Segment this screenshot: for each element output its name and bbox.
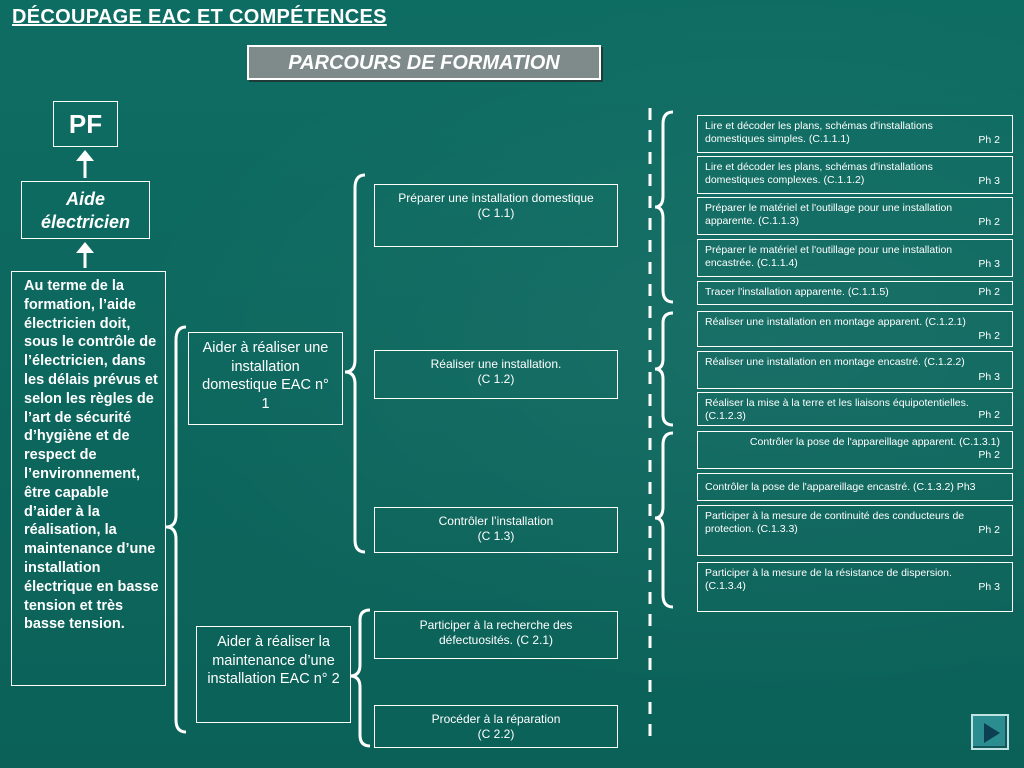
objectif-formation-box: Au terme de la formation, l’aide électri… (11, 271, 166, 686)
aide-electricien-box: Aide électricien (21, 181, 150, 239)
competence-c2-1: Participer à la recherche des défectuosi… (374, 611, 618, 659)
page-title: DÉCOUPAGE EAC ET COMPÉTENCES (12, 6, 387, 28)
tache-phase: Ph 2 (978, 449, 1000, 461)
competence-label: Participer à la recherche des défectuosi… (419, 618, 573, 647)
tache-phase: Ph 2 (978, 524, 1000, 536)
tache-phase: Ph 3 (978, 175, 1000, 187)
competence-label: Contrôler l’installation (438, 514, 554, 528)
tache-c1-2-2: Réaliser une installation en montage enc… (697, 351, 1013, 389)
competence-code: (C 2.2) (477, 727, 515, 741)
tache-text: Lire et décoder les plans, schémas d'ins… (705, 161, 933, 186)
brace-icon (344, 173, 366, 554)
tache-phase: Ph 3 (978, 258, 1000, 270)
eac-1-box: Aider à réaliser une installation domest… (188, 332, 343, 425)
tache-text: Préparer le matériel et l'outillage pour… (705, 244, 953, 269)
competence-label: Procéder à la réparation (431, 712, 561, 726)
tache-c1-1-2: Lire et décoder les plans, schémas d'ins… (697, 156, 1013, 194)
tache-phase: Ph 2 (978, 286, 1000, 298)
competence-code: (C 1.3) (477, 529, 515, 543)
tache-phase: Ph 2 (978, 409, 1000, 421)
tache-c1-3-4: Participer à la mesure de la résistance … (697, 562, 1013, 612)
tache-c1-1-4: Préparer le matériel et l'outillage pour… (697, 239, 1013, 277)
brace-icon (165, 325, 187, 734)
tache-phase: Ph 3 (978, 371, 1000, 383)
tache-c1-2-3: Réaliser la mise à la terre et les liais… (697, 392, 1013, 426)
brace-icon (349, 608, 371, 748)
competence-code: (C 1.1) (477, 206, 515, 220)
competence-c1-3: Contrôler l’installation (C 1.3) (374, 507, 618, 553)
competence-c2-2: Procéder à la réparation (C 2.2) (374, 705, 618, 748)
competence-c1-1: Préparer une installation domestique (C … (374, 184, 618, 247)
parcours-banner: PARCOURS DE FORMATION (247, 45, 601, 80)
tache-c1-3-1: Contrôler la pose de l'appareillage appa… (697, 431, 1013, 469)
competence-code: (C 1.2) (477, 372, 515, 386)
tache-c1-3-2: Contrôler la pose de l'appareillage enca… (697, 473, 1013, 501)
competence-label: Réaliser une installation. (430, 357, 562, 371)
up-arrow-icon (76, 150, 94, 178)
tache-text: Réaliser une installation en montage enc… (705, 356, 965, 368)
tache-text: Participer à la mesure de continuité des… (705, 510, 965, 535)
tache-phase: Ph 2 (978, 330, 1000, 342)
competence-c1-2: Réaliser une installation. (C 1.2) (374, 350, 618, 399)
brace-icon (654, 110, 674, 304)
brace-icon (654, 431, 674, 609)
brace-icon (654, 311, 674, 427)
tache-text: Tracer l'installation apparente. (C.1.1.… (705, 286, 889, 298)
tache-c1-2-1: Réaliser une installation en montage app… (697, 311, 1013, 347)
pf-box: PF (53, 101, 118, 147)
tache-text: Réaliser la mise à la terre et les liais… (705, 397, 969, 422)
tache-phase: Ph 2 (978, 134, 1000, 146)
play-next-icon (984, 723, 1000, 743)
tache-phase: Ph 2 (978, 216, 1000, 228)
tache-c1-1-1: Lire et décoder les plans, schémas d'ins… (697, 115, 1013, 153)
tache-phase: Ph 3 (978, 581, 1000, 593)
competence-label: Préparer une installation domestique (398, 191, 594, 205)
tache-c1-1-5: Tracer l'installation apparente. (C.1.1.… (697, 281, 1013, 305)
next-slide-button[interactable] (971, 714, 1009, 750)
tache-c1-3-3: Participer à la mesure de continuité des… (697, 505, 1013, 556)
tache-text: Contrôler la pose de l'appareillage appa… (749, 436, 1000, 448)
tache-text: Préparer le matériel et l'outillage pour… (705, 202, 953, 227)
tache-text: Lire et décoder les plans, schémas d'ins… (705, 120, 933, 145)
tache-text: Contrôler la pose de l'appareillage enca… (705, 481, 976, 493)
tache-text: Participer à la mesure de la résistance … (705, 567, 952, 592)
eac-2-box: Aider à réaliser la maintenance d’une in… (196, 626, 351, 723)
tache-c1-1-3: Préparer le matériel et l'outillage pour… (697, 197, 1013, 235)
up-arrow-icon (76, 242, 94, 268)
tache-text: Réaliser une installation en montage app… (705, 316, 966, 328)
